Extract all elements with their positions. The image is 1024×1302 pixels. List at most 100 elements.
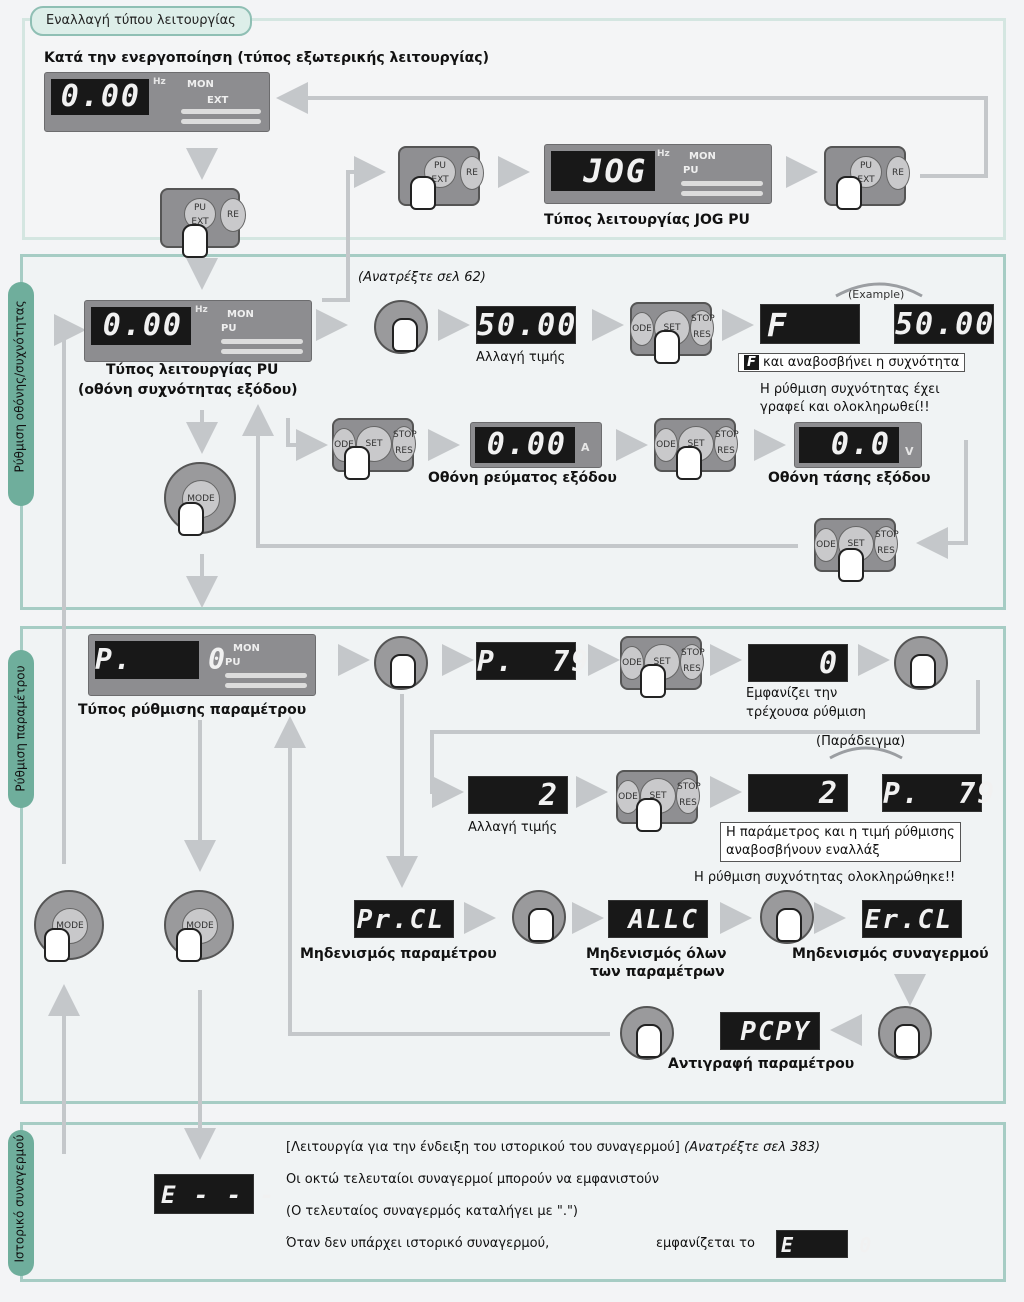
setting-dial[interactable] bbox=[374, 300, 428, 354]
pu-mode-label: Τύπος λειτουργίας PU bbox=[106, 362, 279, 378]
hand-icon bbox=[178, 502, 204, 536]
pu-ext-button-2[interactable]: PU EXT RE bbox=[398, 146, 484, 210]
alarm-line1-text: [Λειτουργία για την ένδειξη του ιστορικο… bbox=[286, 1140, 680, 1155]
hand-icon bbox=[636, 798, 662, 832]
hand-icon bbox=[838, 548, 864, 582]
alarm-line1-ref: (Ανατρέξτε σελ 383) bbox=[684, 1140, 821, 1155]
pu-ext-button-3[interactable]: PU EXT RE bbox=[824, 146, 910, 210]
hand-icon bbox=[344, 446, 370, 480]
param-copy-label: Αντιγραφή παραμέτρου bbox=[668, 1056, 855, 1072]
blink-p79-display: P. 79 bbox=[882, 774, 994, 812]
hand-icon bbox=[44, 928, 70, 962]
rev-key[interactable]: RE bbox=[886, 156, 910, 190]
current-setting-display: 0 bbox=[748, 644, 848, 682]
stop-key[interactable]: STOP RES bbox=[680, 644, 705, 680]
hand-icon bbox=[636, 1024, 662, 1058]
a-unit: A bbox=[581, 441, 590, 454]
jog-display: JOG bbox=[551, 151, 655, 191]
example-label: (Example) bbox=[848, 288, 905, 301]
ode-key[interactable]: ODE bbox=[630, 312, 654, 346]
hz-unit: Hz bbox=[657, 149, 670, 159]
pu-mode-panel: 0.00 Hz MON PU bbox=[84, 300, 312, 362]
shows-current-line2: τρέχουσα ρύθμιση bbox=[746, 705, 866, 720]
f-icon: F bbox=[744, 355, 759, 370]
shows-current-line1: Εμφανίζει την bbox=[746, 686, 838, 701]
jog-mode-label: Τύπος λειτουργίας JOG PU bbox=[544, 212, 750, 228]
param-clear-label: Μηδενισμός παραμέτρου bbox=[300, 946, 497, 962]
rev-key[interactable]: RE bbox=[460, 156, 484, 190]
mon-indicator: MON bbox=[227, 309, 254, 320]
setting-dial[interactable] bbox=[894, 636, 948, 690]
stop-key[interactable]: STOP RES bbox=[714, 426, 739, 462]
set-button-5[interactable]: ODE SET STOP RES bbox=[620, 636, 705, 698]
setting-dial[interactable] bbox=[512, 890, 566, 944]
hand-icon bbox=[182, 224, 208, 258]
allc-display: ALLC bbox=[608, 900, 708, 938]
pu-mode-sublabel: (οθόνη συχνότητας εξόδου) bbox=[78, 382, 298, 398]
alarm-line4b: εμφανίζεται το bbox=[656, 1236, 755, 1251]
freq-written-line1: Η ρύθμιση συχνότητας έχει bbox=[760, 382, 940, 397]
stop-key[interactable]: STOP RES bbox=[676, 778, 701, 814]
current-display: 0.00 bbox=[475, 427, 575, 463]
ode-key[interactable]: ODE bbox=[814, 528, 838, 562]
f-blink-text: και αναβοσβήνει η συχνότητα bbox=[763, 355, 960, 370]
f-display: F bbox=[760, 304, 860, 344]
pu-ext-button[interactable]: PU EXT RE bbox=[160, 188, 246, 258]
set-button-2[interactable]: ODE SET STOP RES bbox=[332, 418, 417, 480]
setting-dial[interactable] bbox=[620, 1006, 674, 1060]
ref-62: (Ανατρέξτε σελ 62) bbox=[358, 270, 486, 285]
new-value-display: 2 bbox=[468, 776, 568, 814]
led-bar bbox=[221, 349, 303, 354]
set-key[interactable]: SET bbox=[640, 778, 676, 814]
led-bar bbox=[681, 191, 763, 196]
setting-dial[interactable] bbox=[878, 1006, 932, 1060]
freq-written-line2: γραφεί και ολοκληρωθεί!! bbox=[760, 400, 930, 415]
hand-icon bbox=[640, 664, 666, 698]
set-button-4[interactable]: ODE SET STOP RES bbox=[814, 518, 899, 582]
alt-blink-line1: Η παράμετρος και η τιμή ρύθμισης bbox=[726, 825, 955, 840]
set-button-6[interactable]: ODE SET STOP RES bbox=[616, 770, 701, 832]
pu-freq-display: 0.00 bbox=[91, 307, 191, 345]
mode-dial[interactable]: MODE bbox=[34, 890, 104, 962]
voltage-panel: 0.0 V bbox=[794, 422, 922, 468]
setting-dial[interactable] bbox=[374, 636, 428, 690]
hand-icon bbox=[176, 928, 202, 962]
f-value-display: 50.00 bbox=[894, 304, 994, 344]
hand-icon bbox=[776, 908, 802, 942]
set-button[interactable]: ODE SET STOP RES bbox=[630, 302, 715, 364]
set-button-3[interactable]: ODE SET STOP RES bbox=[654, 418, 739, 480]
output-voltage-label: Οθόνη τάσης εξόδου bbox=[768, 470, 931, 486]
setting-dial[interactable] bbox=[760, 890, 814, 944]
mode-dial[interactable]: MODE bbox=[164, 890, 234, 962]
all-clear-line2: των παραμέτρων bbox=[590, 964, 725, 980]
side-tab-alarm bbox=[8, 1130, 34, 1276]
pcpy-display: PCPY bbox=[720, 1012, 820, 1050]
hz-unit: Hz bbox=[195, 305, 208, 315]
p0-display: P. 0 bbox=[95, 641, 225, 679]
stop-key[interactable]: STOP RES bbox=[392, 426, 417, 462]
blink-value-display: 2 bbox=[748, 774, 848, 812]
hand-icon bbox=[528, 908, 554, 942]
no-alarm-display: E 0 bbox=[776, 1230, 871, 1258]
ext-freq-display: 0.00 bbox=[51, 79, 149, 115]
hand-icon bbox=[410, 176, 436, 210]
pu-indicator: PU bbox=[225, 657, 241, 668]
current-panel: 0.00 A bbox=[470, 422, 602, 468]
rev-key[interactable]: RE bbox=[220, 198, 246, 232]
hand-icon bbox=[654, 330, 680, 364]
hz-unit: Hz bbox=[153, 77, 166, 87]
voltage-display: 0.0 bbox=[799, 427, 899, 463]
all-clear-line1: Μηδενισμός όλων bbox=[586, 946, 727, 962]
hand-icon bbox=[390, 654, 416, 688]
stop-key[interactable]: STOP RES bbox=[690, 310, 715, 346]
alarm-line3: (Ο τελευταίος συναγερμός καταλήγει με ".… bbox=[286, 1204, 578, 1219]
change-value-label: Αλλαγή τιμής bbox=[476, 350, 566, 365]
alarm-clear-label: Μηδενισμός συναγερμού bbox=[792, 946, 989, 962]
stop-key[interactable]: STOP RES bbox=[874, 526, 899, 562]
ode-key[interactable]: ODE bbox=[654, 428, 678, 462]
alarm-history-display: E - - - bbox=[154, 1174, 274, 1214]
mode-dial[interactable]: MODE bbox=[164, 462, 236, 536]
freq-done-label: Η ρύθμιση συχνότητας ολοκληρώθηκε!! bbox=[694, 870, 956, 885]
hand-icon bbox=[676, 446, 702, 480]
